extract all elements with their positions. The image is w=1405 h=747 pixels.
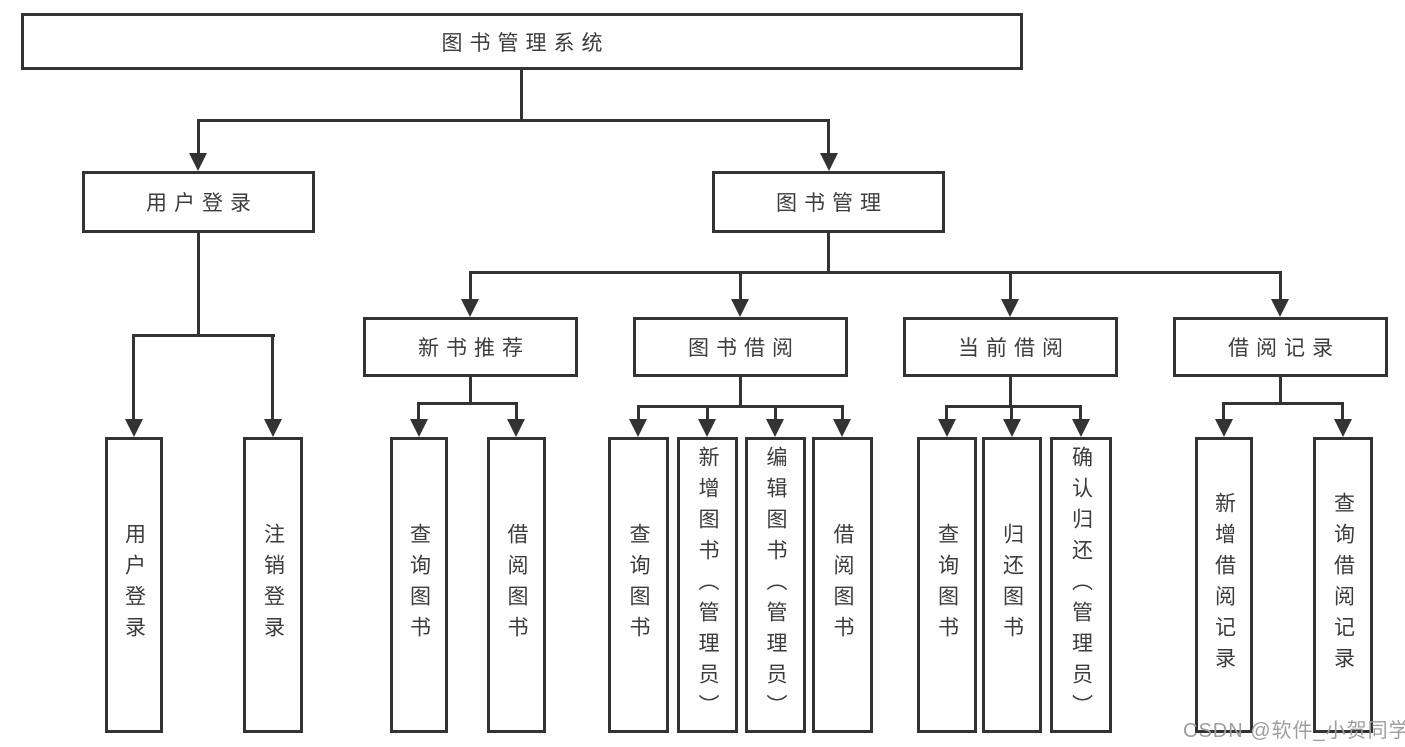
connector-line [132, 334, 275, 337]
connector-line [945, 405, 948, 419]
connector-line [520, 70, 523, 120]
leaf-query-books-borrowing: 查询图书 [608, 437, 669, 733]
leaf-query-borrow-record: 查询借阅记录 [1313, 437, 1373, 733]
connector-arrow [629, 419, 647, 437]
node-label: 用户登录 [146, 192, 258, 215]
connector-arrow [189, 153, 207, 171]
leaf-label: 归还图书 [1000, 523, 1024, 647]
connector-arrow [410, 419, 428, 437]
leaf-borrow-books-recommend: 借阅图书 [487, 437, 546, 733]
leaf-add-borrow-record: 新增借阅记录 [1195, 437, 1253, 733]
leaf-label: 编辑图书（管理员） [764, 445, 787, 725]
leaf-query-books-recommend: 查询图书 [390, 437, 448, 733]
leaf-label: 新增借阅记录 [1212, 492, 1236, 678]
connector-line [774, 405, 777, 419]
connector-arrow [1001, 299, 1019, 317]
connector-line [1222, 402, 1344, 405]
connector-arrow [1334, 419, 1352, 437]
connector-line [197, 119, 830, 122]
connector-line [515, 402, 518, 419]
connector-line [827, 233, 830, 273]
leaf-label: 查询图书 [935, 523, 959, 647]
node-borrowing-records: 借阅记录 [1173, 317, 1388, 377]
connector-arrow [125, 419, 143, 437]
node-label: 当前借阅 [958, 337, 1070, 360]
connector-line [417, 402, 420, 419]
leaf-user-login: 用户登录 [105, 437, 163, 733]
connector-arrow [1271, 299, 1289, 317]
connector-arrow [507, 419, 525, 437]
node-book-management: 图书管理 [712, 171, 945, 233]
leaf-label: 查询借阅记录 [1331, 492, 1355, 678]
connector-line [197, 233, 200, 336]
connector-line [1279, 377, 1282, 404]
connector-arrow [1072, 419, 1090, 437]
connector-arrow [698, 419, 716, 437]
watermark: CSDN @软件_小贺同学 [1183, 720, 1405, 742]
connector-arrow [1215, 419, 1233, 437]
connector-arrow [264, 419, 282, 437]
leaf-label: 查询图书 [627, 523, 650, 647]
connector-arrow [766, 419, 784, 437]
node-label: 图书管理 [776, 192, 888, 215]
connector-arrow [820, 153, 838, 171]
leaf-query-books-current: 查询图书 [917, 437, 977, 733]
connector-line [945, 405, 1082, 408]
leaf-label: 新增图书（管理员） [696, 445, 719, 725]
connector-line [132, 334, 135, 419]
connector-arrow [461, 299, 479, 317]
leaf-label: 借阅图书 [831, 523, 854, 647]
connector-arrow [1003, 419, 1021, 437]
leaf-borrow-books: 借阅图书 [812, 437, 873, 733]
connector-line [841, 405, 844, 419]
connector-line [1009, 377, 1012, 407]
connector-line [271, 334, 274, 419]
leaf-return-books: 归还图书 [982, 437, 1042, 733]
connector-line [1341, 402, 1344, 419]
node-library-system: 图书管理系统 [21, 13, 1023, 70]
node-user-login: 用户登录 [82, 171, 315, 233]
connector-line [827, 119, 830, 153]
connector-line [417, 402, 517, 405]
leaf-logout-login: 注销登录 [243, 437, 303, 733]
connector-line [1010, 405, 1013, 419]
connector-arrow [731, 299, 749, 317]
connector-line [1222, 402, 1225, 419]
connector-line [1079, 405, 1082, 419]
leaf-add-books-admin: 新增图书（管理员） [677, 437, 738, 733]
leaf-label: 注销登录 [261, 523, 285, 647]
node-current-borrowing: 当前借阅 [903, 317, 1118, 377]
node-new-book-recommendation: 新书推荐 [363, 317, 578, 377]
node-label: 图书管理系统 [441, 31, 610, 55]
node-label: 新书推荐 [418, 337, 530, 360]
leaf-confirm-return-admin: 确认归还（管理员） [1050, 437, 1112, 733]
connector-line [1279, 271, 1282, 299]
connector-arrow [938, 419, 956, 437]
connector-line [739, 271, 742, 299]
leaf-label: 查询图书 [407, 523, 431, 647]
connector-line [1009, 271, 1012, 299]
connector-line [637, 405, 844, 408]
connector-arrow [833, 419, 851, 437]
connector-line [469, 271, 1282, 274]
connector-line [637, 405, 640, 419]
leaf-edit-books-admin: 编辑图书（管理员） [745, 437, 806, 733]
connector-line [739, 377, 742, 407]
connector-line [197, 119, 200, 153]
leaf-label: 用户登录 [122, 523, 146, 647]
leaf-label: 借阅图书 [505, 523, 528, 647]
node-label: 借阅记录 [1228, 337, 1340, 360]
node-label: 图书借阅 [688, 337, 800, 360]
connector-line [469, 271, 472, 299]
connector-line [706, 405, 709, 419]
leaf-label: 确认归还（管理员） [1069, 445, 1093, 725]
connector-line [469, 377, 472, 404]
node-book-borrowing: 图书借阅 [633, 317, 848, 377]
